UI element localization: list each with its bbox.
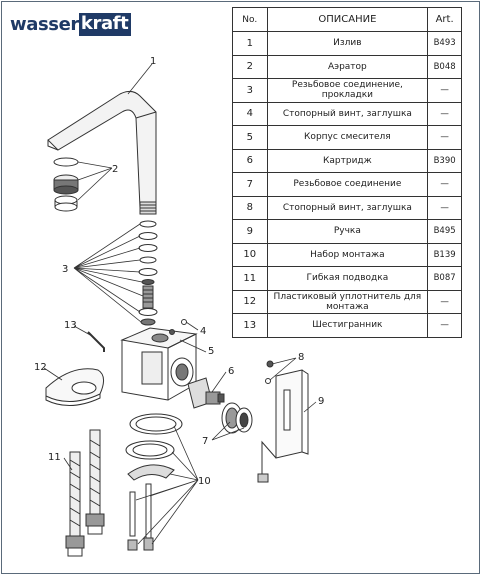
row-number: 9	[232, 219, 268, 244]
callout-12: 12	[34, 362, 47, 373]
callout-9: 9	[318, 396, 324, 407]
row-number: 12	[232, 289, 268, 314]
row-description: Излив	[266, 31, 429, 56]
brand-logo-part1: wasser	[10, 13, 79, 35]
row-description: Резьбовое соединение	[266, 172, 429, 197]
parts-table-header: No. ОПИСАНИЕ Art.	[232, 7, 462, 32]
row-description: Пластиковый уплотнитель для монтажа	[266, 289, 429, 314]
brand-logo-part2: kraft	[78, 12, 132, 36]
callout-3: 3	[62, 264, 68, 275]
header-article: Art.	[427, 7, 462, 32]
row-article: —	[427, 172, 462, 197]
hex-key-part	[87, 331, 105, 352]
row-number: 1	[232, 31, 268, 56]
row-description: Резьбовое соединение, прокладки	[266, 78, 429, 103]
cartridge-part	[187, 377, 225, 409]
mixer-body-part	[120, 327, 198, 401]
header-number: No.	[232, 7, 268, 32]
row-article: B495	[427, 219, 462, 244]
row-article: —	[427, 78, 462, 103]
handle-part	[257, 369, 309, 483]
callout-2: 2	[112, 164, 118, 175]
row-article: B390	[427, 148, 462, 173]
leader-lines	[43, 63, 317, 545]
row-article: —	[427, 313, 462, 338]
row-description: Шестигранник	[266, 313, 429, 338]
callout-labels: 1 2 3 4 5 6 7 8 9 10 11 12 13	[34, 56, 324, 487]
row-article: —	[427, 289, 462, 314]
row-article: B139	[427, 242, 462, 267]
row-number: 5	[232, 125, 268, 150]
row-number: 7	[232, 172, 268, 197]
row-description: Стопорный винт, заглушка	[266, 195, 429, 220]
aerator-part	[53, 157, 79, 212]
callout-10: 10	[198, 476, 211, 487]
row-description: Гибкая подводка	[266, 266, 429, 291]
callout-5: 5	[208, 346, 214, 357]
spout-part	[47, 90, 157, 215]
threaded-ring-part	[221, 402, 253, 434]
row-description: Ручка	[266, 219, 429, 244]
mounting-kit-part	[125, 413, 183, 551]
row-description: Набор монтажа	[266, 242, 429, 267]
flexible-hose-part	[65, 429, 105, 557]
callout-11: 11	[48, 452, 61, 463]
callout-6: 6	[228, 366, 234, 377]
screw-part	[169, 319, 187, 335]
row-number: 2	[232, 54, 268, 79]
row-article: B048	[427, 54, 462, 79]
plastic-gasket-part	[45, 368, 104, 406]
row-number: 13	[232, 313, 268, 338]
row-description: Стопорный винт, заглушка	[266, 101, 429, 126]
header-description: ОПИСАНИЕ	[266, 7, 429, 32]
callout-7: 7	[202, 436, 208, 447]
row-article: —	[427, 101, 462, 126]
row-number: 11	[232, 266, 268, 291]
row-article: B087	[427, 266, 462, 291]
callout-8: 8	[298, 352, 304, 363]
set-screw-part	[265, 360, 274, 384]
row-number: 3	[232, 78, 268, 103]
callout-13: 13	[64, 320, 77, 331]
row-article: —	[427, 195, 462, 220]
row-number: 6	[232, 148, 268, 173]
gasket-stack-part	[138, 220, 158, 326]
callout-4: 4	[200, 326, 206, 337]
callout-1: 1	[150, 56, 156, 67]
row-description: Аэратор	[266, 54, 429, 79]
